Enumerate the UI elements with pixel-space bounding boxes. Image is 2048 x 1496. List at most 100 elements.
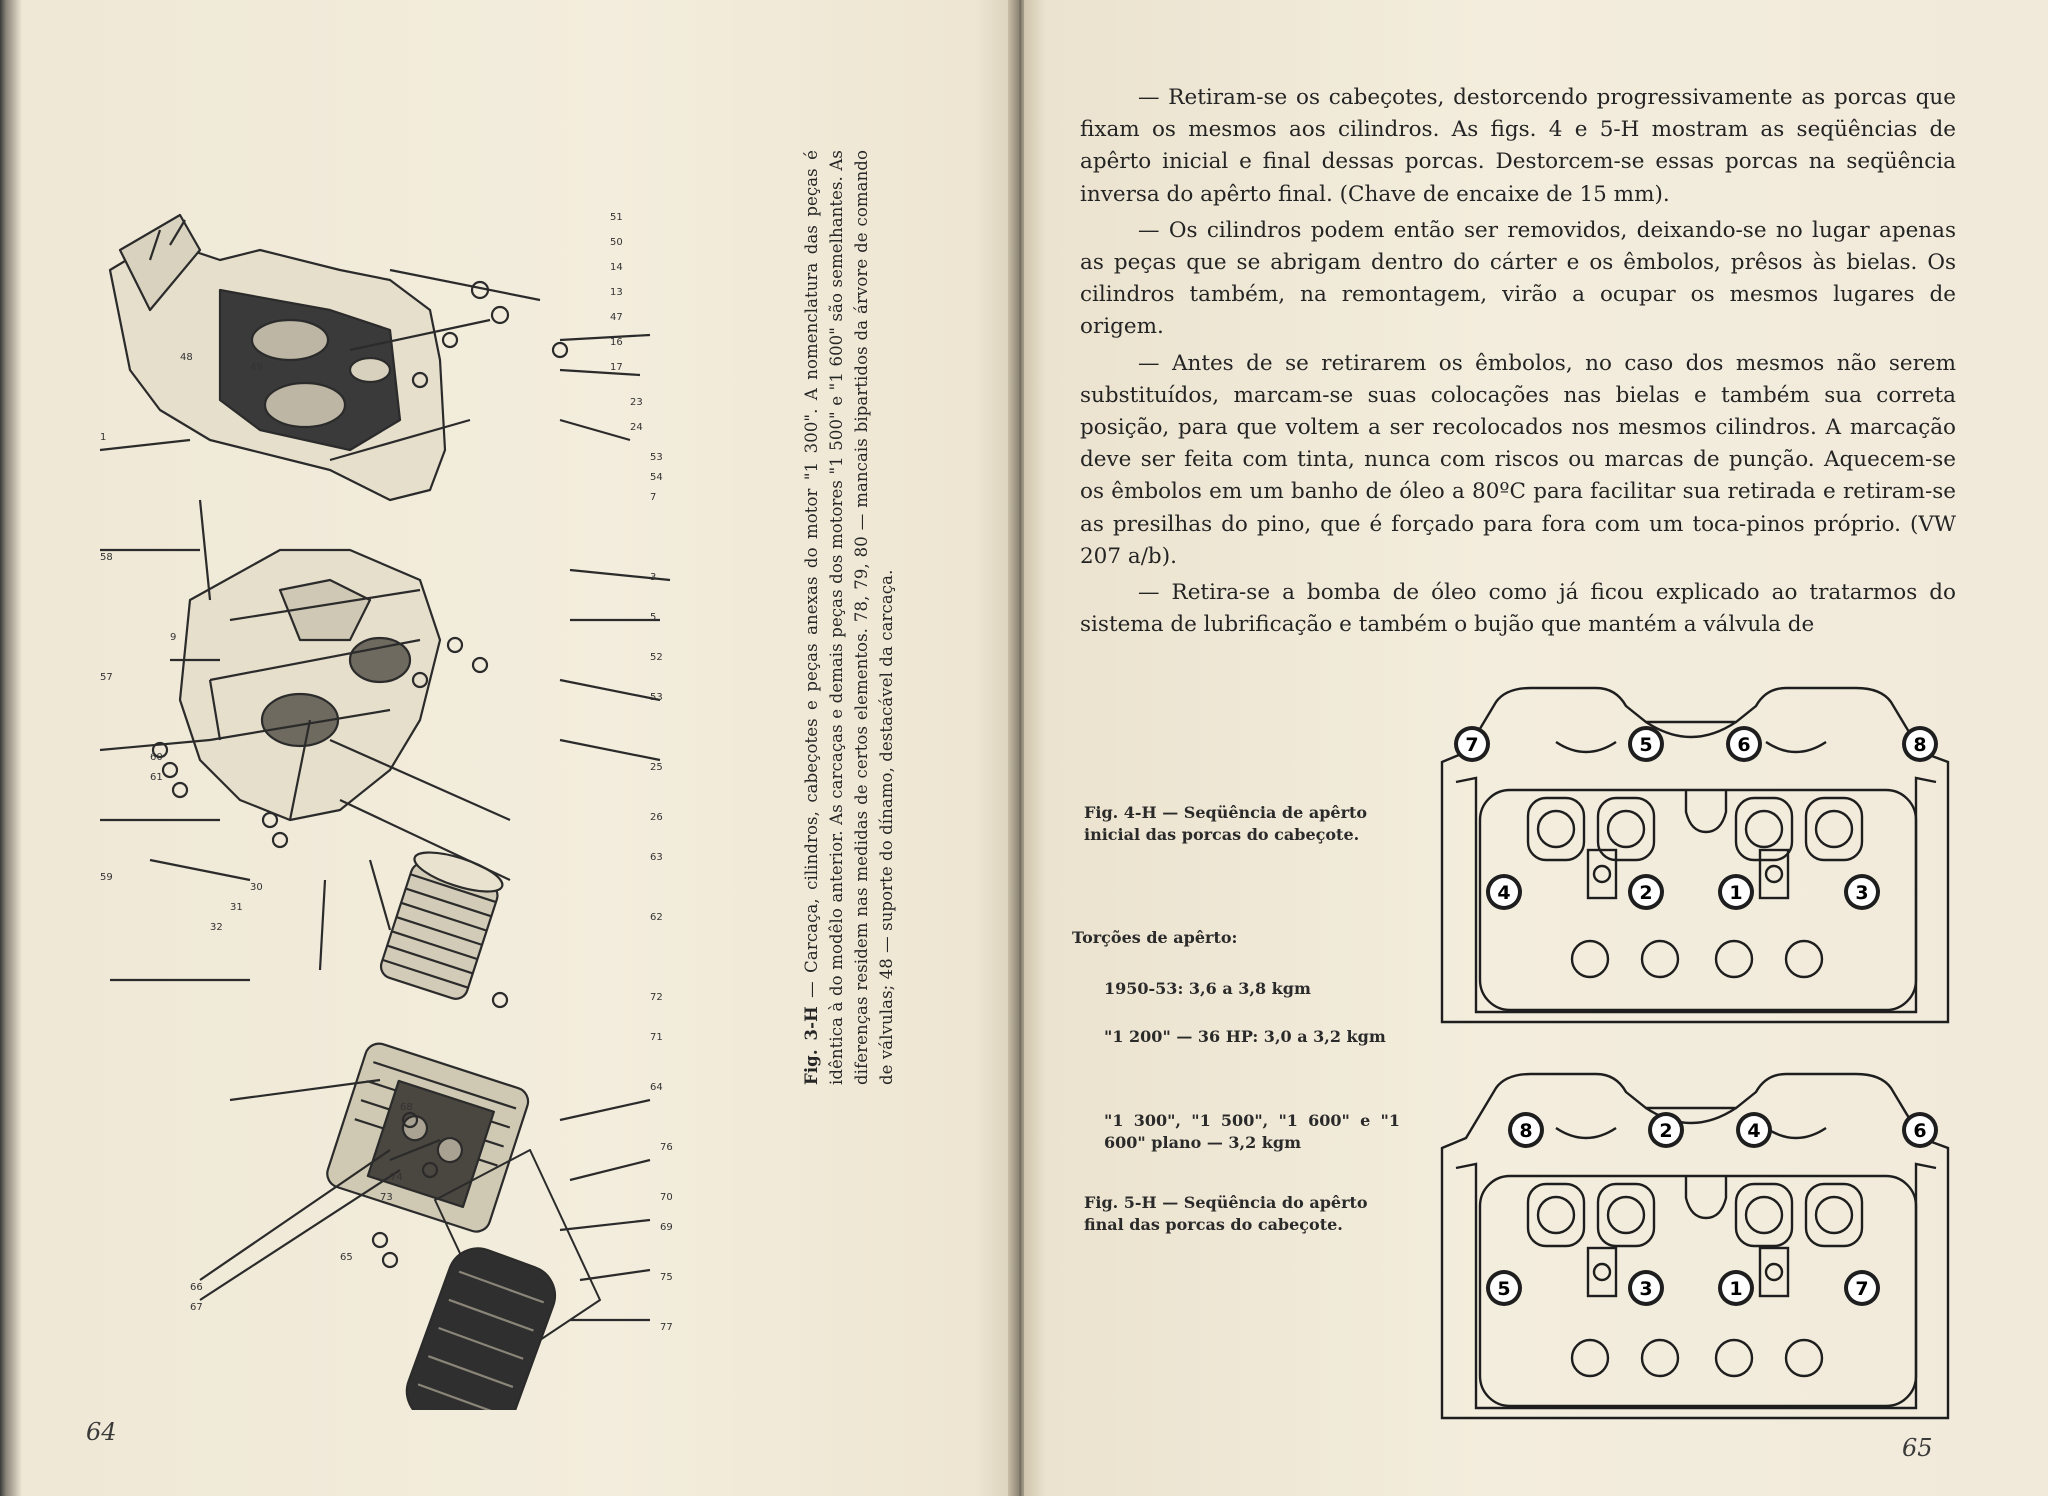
bolt-number: 4 — [1497, 882, 1510, 904]
bolt-number: 5 — [1639, 734, 1652, 756]
bolt-number: 1 — [1729, 1278, 1742, 1300]
bolt-number: 2 — [1659, 1120, 1672, 1142]
part-number: 47 — [610, 312, 623, 323]
figure-3h-caption: Fig. 3-H — Carcaça, cilindros, cabeçotes… — [799, 150, 924, 1085]
bolt-marker: 5 — [1628, 726, 1664, 762]
part-number: 70 — [660, 1192, 673, 1203]
paragraph: — Retiram-se os cabeçotes, destorcendo p… — [1080, 85, 1956, 207]
part-number: 30 — [250, 882, 263, 893]
bolt-number: 7 — [1855, 1278, 1868, 1300]
bolt-number: 2 — [1639, 882, 1652, 904]
bolt-marker: 4 — [1486, 874, 1522, 910]
exploded-engine-drawing: 51 50 14 13 47 16 17 23 24 53 54 7 48 49… — [99, 212, 673, 1410]
part-number: 62 — [650, 912, 663, 923]
bolt-marker: 1 — [1718, 874, 1754, 910]
page-number-left: 64 — [86, 1418, 117, 1446]
bolt-marker: 6 — [1902, 1112, 1938, 1148]
bolt-marker: 5 — [1486, 1270, 1522, 1306]
part-number: 58 — [100, 552, 113, 563]
bolt-marker: 7 — [1844, 1270, 1880, 1306]
part-number: 54 — [650, 472, 663, 483]
part-number: 59 — [100, 872, 113, 883]
part-number: 72 — [650, 992, 663, 1003]
bolt-number: 6 — [1913, 1120, 1926, 1142]
right-page — [1024, 0, 2048, 1496]
part-number: 13 — [610, 287, 623, 298]
part-number: 17 — [610, 362, 623, 373]
page-number-right: 65 — [1902, 1434, 1933, 1462]
bolt-marker: 3 — [1628, 1270, 1664, 1306]
part-number: 24 — [630, 422, 643, 433]
part-number: 3 — [650, 572, 656, 583]
part-number: 9 — [170, 632, 176, 643]
part-number: 53 — [650, 452, 663, 463]
bolt-number: 1 — [1729, 882, 1742, 904]
part-number: 49 — [250, 362, 263, 373]
figure-3h-label: Fig. 3-H — [802, 1006, 821, 1085]
part-number: 65 — [340, 1252, 353, 1263]
bolt-number: 7 — [1465, 734, 1478, 756]
part-number: 57 — [100, 672, 113, 683]
part-number: 7 — [650, 492, 656, 503]
part-number: 25 — [650, 762, 663, 773]
bolt-number: 3 — [1855, 882, 1868, 904]
left-page: 51 50 14 13 47 16 17 23 24 53 54 7 48 49… — [0, 0, 1016, 1496]
figure-4h-text: — Seqüência de apêrto inicial das porcas… — [1084, 803, 1368, 844]
part-number: 69 — [660, 1222, 673, 1233]
part-number: 16 — [610, 337, 623, 348]
part-number: 50 — [610, 237, 623, 248]
torque-title: Torções de apêrto: — [1072, 928, 1238, 947]
bolt-number: 8 — [1519, 1120, 1532, 1142]
bolt-marker: 2 — [1648, 1112, 1684, 1148]
figure-4h-caption: Fig. 4-H — Seqüência de apêrto inicial d… — [1084, 802, 1398, 846]
paragraph: — Os cilindros podem então ser removidos… — [1080, 217, 1956, 340]
part-number: 26 — [650, 812, 663, 823]
part-number: 71 — [650, 1032, 663, 1043]
torque-item: "1 300", "1 500", "1 600" e "1 600" plan… — [1104, 1111, 1400, 1152]
bolt-number: 8 — [1913, 734, 1926, 756]
bolt-number: 3 — [1639, 1278, 1652, 1300]
figure-4h-label: Fig. 4-H — [1084, 803, 1157, 822]
bolt-number: 5 — [1497, 1278, 1510, 1300]
part-number: 73 — [380, 1192, 393, 1203]
cylinder-head-final-sequence-diagram: 8 2 4 6 5 3 1 7 — [1440, 1072, 1950, 1420]
bolt-marker: 1 — [1718, 1270, 1754, 1306]
part-number: 68 — [400, 1102, 413, 1113]
paragraph: — Retira-se a bomba de óleo como já fico… — [1080, 580, 1956, 638]
part-number: 32 — [210, 922, 223, 933]
part-number: 31 — [230, 902, 243, 913]
bolt-marker: 3 — [1844, 874, 1880, 910]
part-number: 76 — [660, 1142, 673, 1153]
bolt-marker: 6 — [1726, 726, 1762, 762]
bolt-marker: 4 — [1736, 1112, 1772, 1148]
part-number: 51 — [610, 212, 623, 223]
bolt-marker: 8 — [1902, 726, 1938, 762]
part-number: 23 — [630, 397, 643, 408]
part-number: 63 — [650, 852, 663, 863]
torque-item: "1 200" — 36 HP: 3,0 a 3,2 kgm — [1104, 1027, 1386, 1046]
part-number: 67 — [190, 1302, 203, 1313]
paragraph: — Antes de se retirarem os êmbolos, no c… — [1080, 350, 1956, 569]
part-number: 64 — [650, 1082, 663, 1093]
bolt-number: 4 — [1747, 1120, 1760, 1142]
part-number: 74 — [390, 1172, 403, 1183]
bolt-marker: 8 — [1508, 1112, 1544, 1148]
part-number: 52 — [650, 652, 663, 663]
part-number: 14 — [610, 262, 623, 273]
part-number: 66 — [190, 1282, 203, 1293]
part-number: 53 — [650, 692, 663, 703]
part-number: 5 — [650, 612, 656, 623]
part-number: 75 — [660, 1272, 673, 1283]
figure-3h-text: — Carcaça, cilindros, cabeçotes e peças … — [802, 150, 896, 1085]
figure-5h-label: Fig. 5-H — [1084, 1193, 1157, 1212]
part-number: 1 — [100, 432, 106, 443]
bolt-marker: 7 — [1454, 726, 1490, 762]
part-number: 77 — [660, 1322, 673, 1333]
bolt-marker: 2 — [1628, 874, 1664, 910]
body-text: — Retiram-se os cabeçotes, destorcendo p… — [1080, 82, 1956, 645]
bolt-number: 6 — [1737, 734, 1750, 756]
part-number: 61 — [150, 772, 163, 783]
cylinder-head-initial-sequence-diagram: 7 5 6 8 4 2 1 3 — [1440, 686, 1950, 1024]
part-number: 48 — [180, 352, 193, 363]
